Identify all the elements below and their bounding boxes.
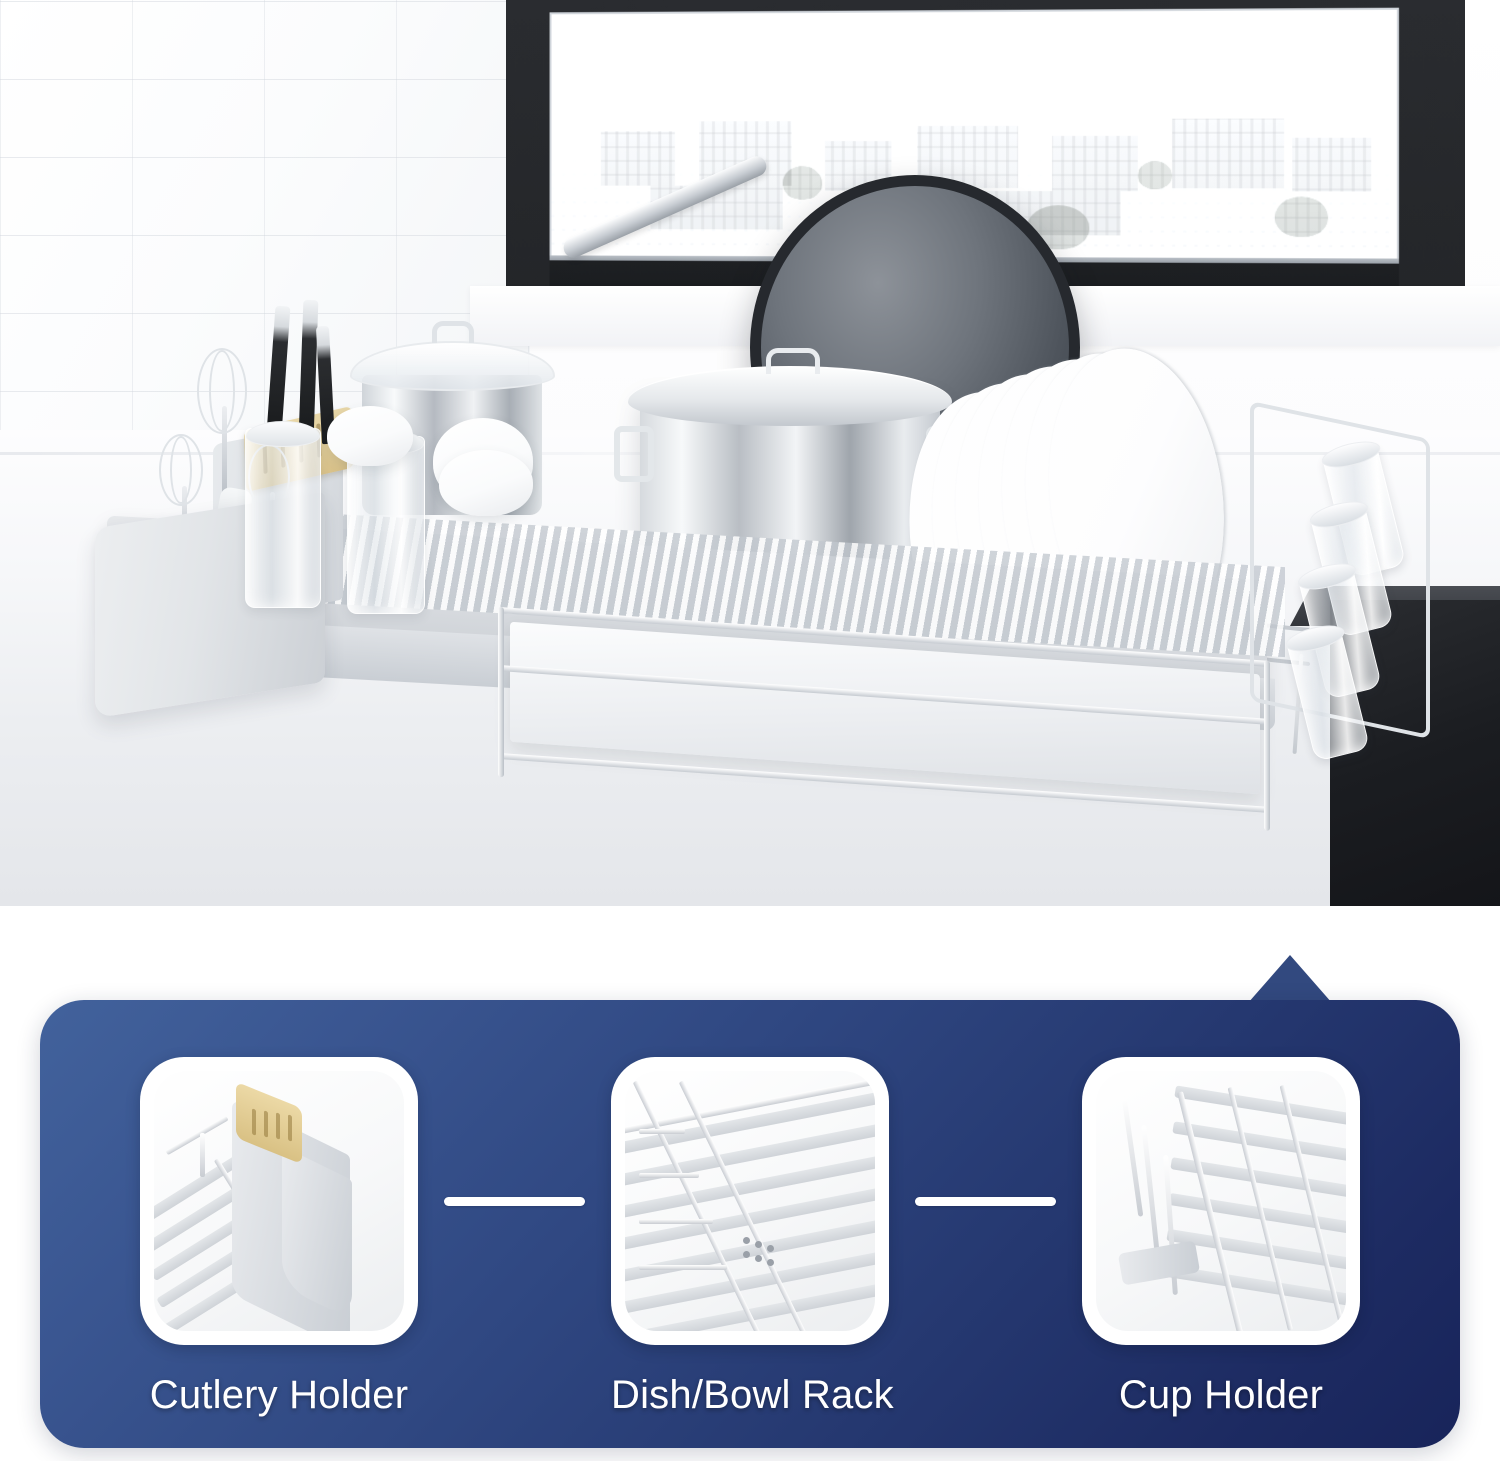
white-bowl — [439, 450, 533, 516]
feature-label-cutlery-holder: Cutlery Holder — [149, 1372, 409, 1417]
connector-line — [444, 1196, 585, 1206]
callout-arrow — [1248, 955, 1332, 1003]
white-bowl — [327, 406, 413, 466]
tile-backsplash — [0, 0, 530, 470]
connector-line — [915, 1196, 1056, 1206]
dish-bowl-rack-thumbnail[interactable] — [611, 1057, 889, 1345]
feature-panel: Cutlery Holder Dish/Bowl Rack Cup Holder — [40, 1000, 1460, 1448]
cup-holder — [1250, 400, 1500, 762]
glass-jar — [245, 421, 321, 608]
whisk — [187, 348, 257, 498]
knife — [266, 305, 291, 435]
dish-drying-rack — [95, 153, 1430, 880]
cup-holder-thumbnail[interactable] — [1082, 1057, 1360, 1345]
feature-label-dish-bowl-rack: Dish/Bowl Rack — [611, 1372, 894, 1417]
hero-product-photo — [0, 0, 1500, 906]
cutlery-holder — [95, 299, 365, 719]
feature-thumbnail-row — [40, 1000, 1460, 1345]
cutlery-holder-thumbnail[interactable] — [140, 1057, 418, 1345]
feature-label-cup-holder: Cup Holder — [1118, 1372, 1324, 1417]
feature-label-row: Cutlery Holder Dish/Bowl Rack Cup Holder — [40, 1352, 1460, 1438]
